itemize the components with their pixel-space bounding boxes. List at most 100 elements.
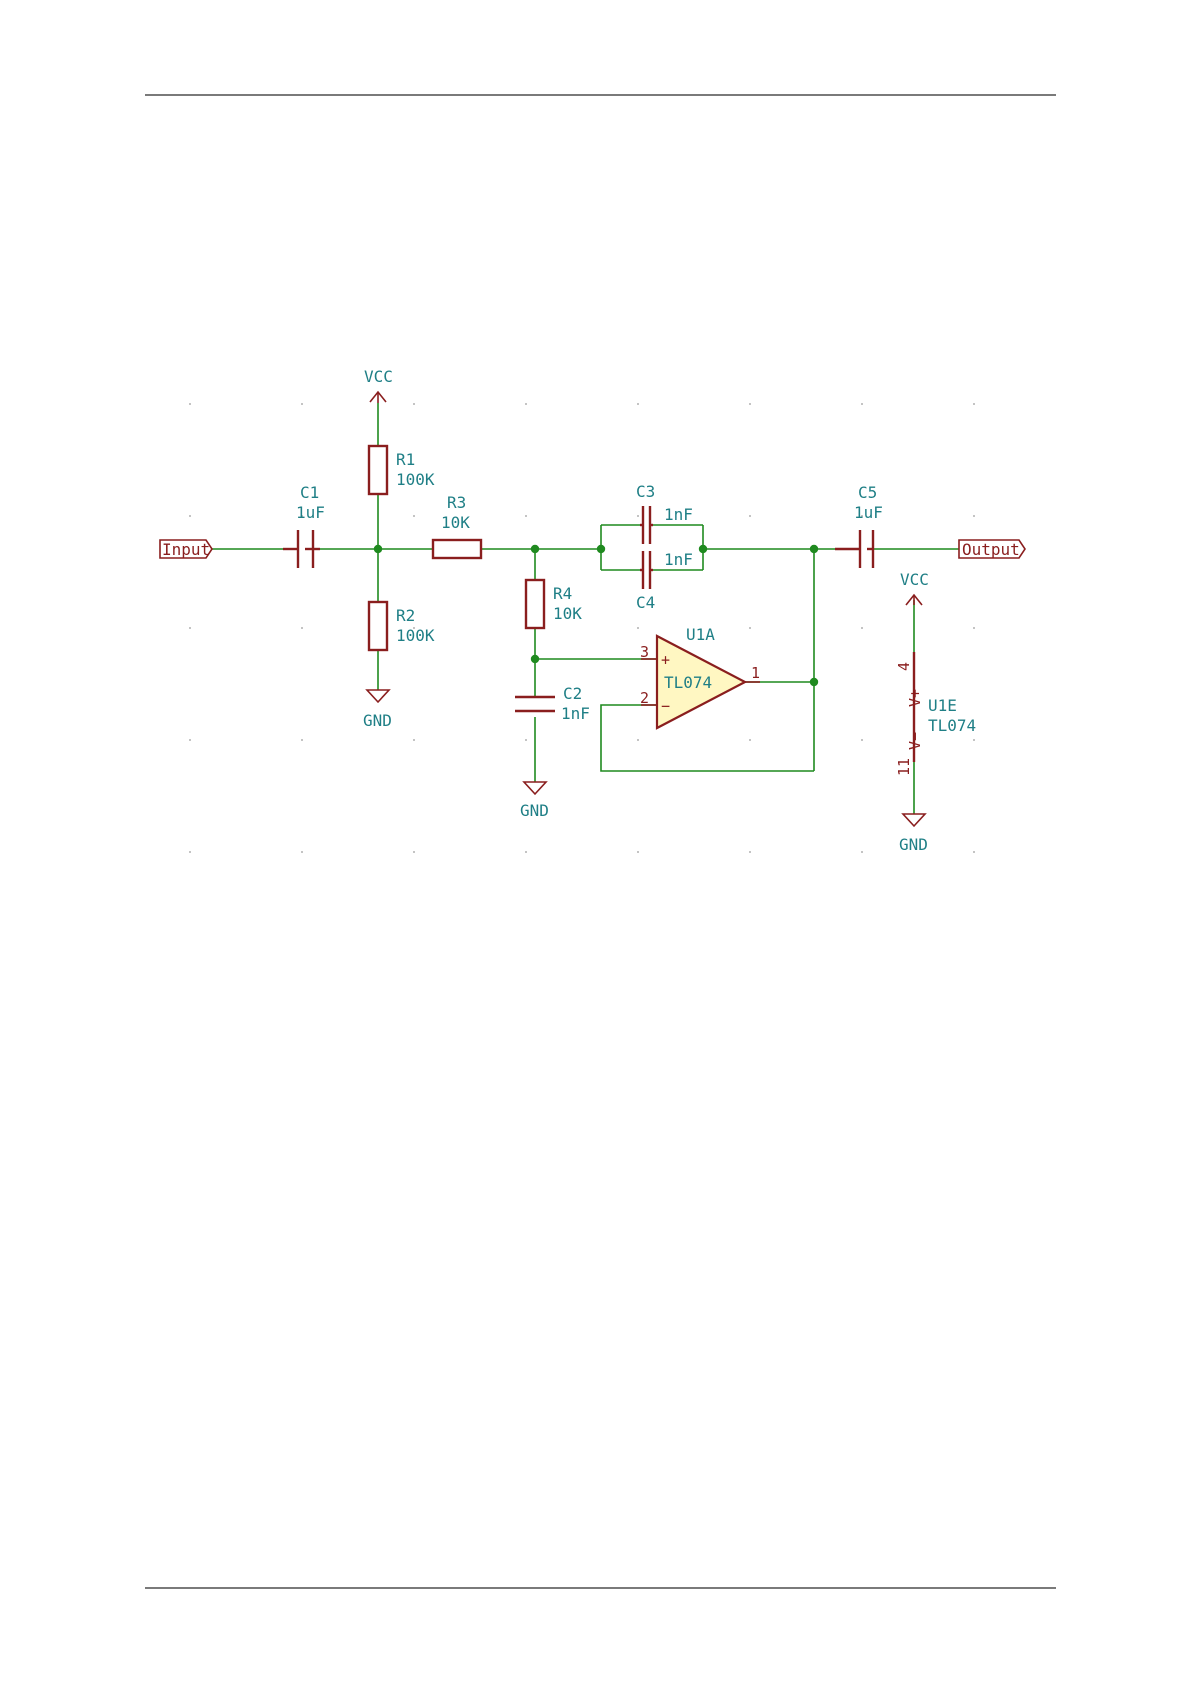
vcc-symbol-u1e: VCC [900, 570, 929, 605]
u1e-value: TL074 [928, 716, 976, 735]
grid-dot [525, 515, 527, 517]
u1e-vminus-label: V− [906, 732, 924, 750]
opamp-u1e-power: 4 V+ V− 11 U1E TL074 [895, 652, 976, 776]
grid-dot [637, 851, 639, 853]
input-port-label: Input [162, 540, 210, 559]
gnd-symbol-c2: GND [520, 782, 549, 820]
grid-dot [189, 851, 191, 853]
grid-dot [189, 515, 191, 517]
r1-ref: R1 [396, 450, 415, 469]
grid-dot [189, 739, 191, 741]
grid-dot [749, 851, 751, 853]
c5-ref: C5 [858, 483, 877, 502]
resistor-r3: R3 10K [433, 493, 481, 558]
junction-c3-left [597, 545, 605, 553]
capacitor-c3: C3 1nF [636, 482, 693, 544]
capacitor-c2: C2 1nF [515, 684, 590, 723]
c4-ref: C4 [636, 593, 655, 612]
r3-ref: R3 [447, 493, 466, 512]
opamp-u1a: 3 2 1 + − U1A TL074 [640, 625, 760, 728]
output-port-label: Output [962, 540, 1020, 559]
grid-dot [637, 515, 639, 517]
r1-value: 100K [396, 470, 435, 489]
vcc-label-r1: VCC [364, 367, 393, 386]
grid-dot [749, 403, 751, 405]
grid-dot [749, 739, 751, 741]
u1a-value: TL074 [664, 673, 712, 692]
junction-feedback [810, 678, 818, 686]
capacitor-c1: C1 1uF [283, 483, 325, 568]
resistor-r1: R1 100K [369, 446, 435, 494]
grid-dot [973, 627, 975, 629]
vcc-label-u1e: VCC [900, 570, 929, 589]
c1-ref: C1 [300, 483, 319, 502]
grid-dots [189, 403, 975, 853]
grid-dot [861, 627, 863, 629]
grid-dot [301, 851, 303, 853]
r2-value: 100K [396, 626, 435, 645]
grid-dot [189, 627, 191, 629]
r4-ref: R4 [553, 584, 572, 603]
grid-dot [637, 403, 639, 405]
r3-value: 10K [441, 513, 470, 532]
u1a-plus-symbol: + [661, 651, 670, 669]
grid-dot [973, 739, 975, 741]
grid-dot [301, 403, 303, 405]
gnd-label-u1e: GND [899, 835, 928, 854]
gnd-label-c2: GND [520, 801, 549, 820]
capacitor-c5: C5 1uF [835, 483, 883, 568]
gnd-label-r2: GND [363, 711, 392, 730]
junction-output-node [810, 545, 818, 553]
vcc-symbol-r1: VCC [364, 367, 393, 403]
capacitor-c4: C4 1nF [636, 550, 693, 612]
grid-dot [525, 739, 527, 741]
r4-value: 10K [553, 604, 582, 623]
u1a-pin-plus-number: 3 [640, 643, 649, 661]
u1a-minus-symbol: − [661, 697, 670, 715]
u1e-pin-vplus-number: 4 [895, 662, 913, 671]
u1a-ref: U1A [686, 625, 715, 644]
grid-dot [749, 627, 751, 629]
u1e-ref: U1E [928, 696, 957, 715]
grid-dot [413, 403, 415, 405]
grid-dot [973, 515, 975, 517]
c3-value: 1nF [664, 505, 693, 524]
grid-dot [301, 627, 303, 629]
junction-r1-node [374, 545, 382, 553]
output-port: Output [959, 540, 1025, 559]
grid-dot [413, 515, 415, 517]
resistor-r2: R2 100K [369, 602, 435, 650]
u1a-pin-minus-number: 2 [640, 689, 649, 707]
junction-r4-top [531, 545, 539, 553]
grid-dot [861, 739, 863, 741]
gnd-symbol-r2: GND [363, 690, 392, 730]
wires [212, 403, 959, 814]
grid-dot [637, 627, 639, 629]
input-port: Input [160, 540, 212, 559]
c2-ref: C2 [563, 684, 582, 703]
u1a-pin-out-number: 1 [751, 664, 760, 682]
grid-dot [861, 851, 863, 853]
junction-c3-right [699, 545, 707, 553]
grid-dot [973, 403, 975, 405]
grid-dot [973, 851, 975, 853]
c1-value: 1uF [296, 503, 325, 522]
c4-value: 1nF [664, 550, 693, 569]
c2-value: 1nF [561, 704, 590, 723]
grid-dot [525, 403, 527, 405]
resistor-r4: R4 10K [526, 580, 582, 628]
grid-dot [749, 515, 751, 517]
u1e-pin-vminus-number: 11 [895, 758, 913, 776]
grid-dot [861, 403, 863, 405]
junction-noninv [531, 655, 539, 663]
grid-dot [413, 739, 415, 741]
gnd-symbol-u1e: GND [899, 814, 928, 854]
c5-value: 1uF [854, 503, 883, 522]
r2-ref: R2 [396, 606, 415, 625]
c3-ref: C3 [636, 482, 655, 501]
u1e-vplus-label: V+ [906, 689, 924, 707]
grid-dot [189, 403, 191, 405]
grid-dot [637, 739, 639, 741]
grid-dot [413, 851, 415, 853]
